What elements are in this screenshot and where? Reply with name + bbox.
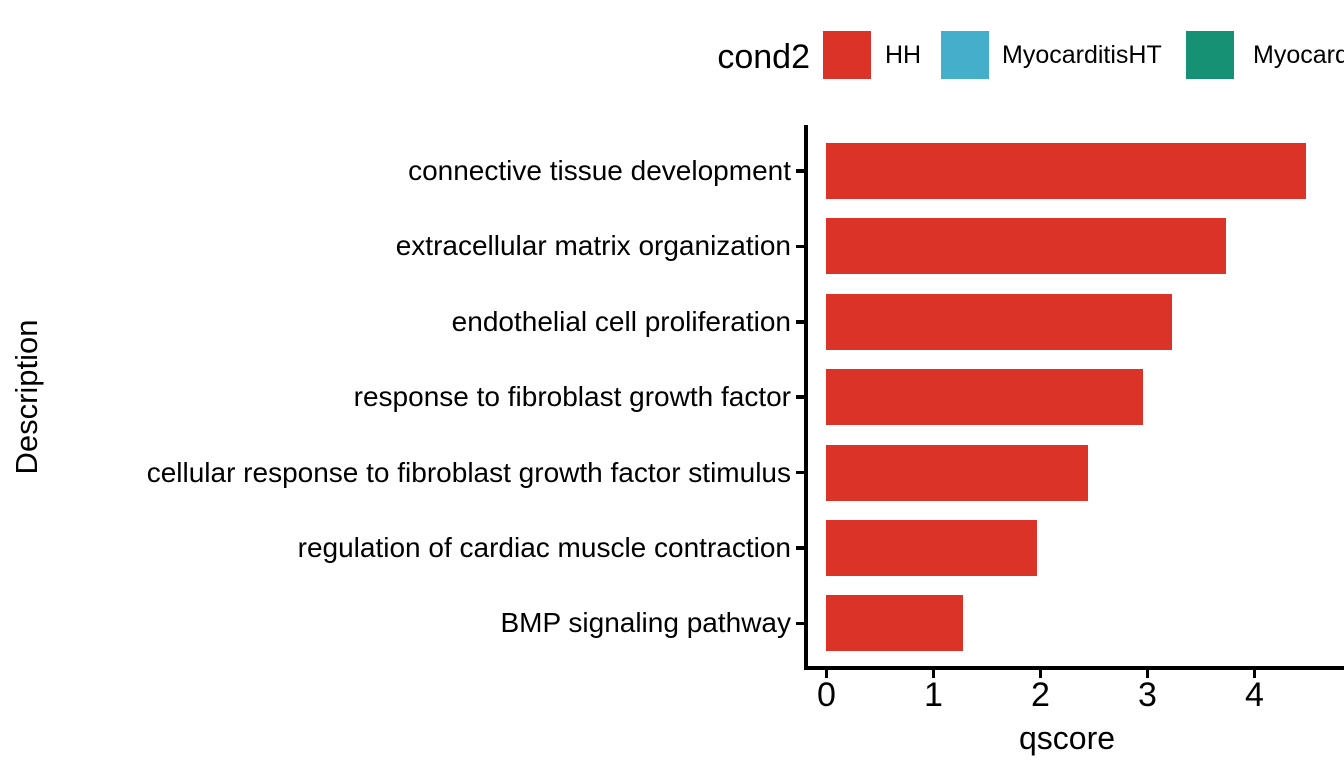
y-axis-title: Description — [9, 319, 44, 475]
bar — [826, 520, 1037, 576]
x-axis-tick-label: 3 — [1138, 676, 1157, 714]
x-axis-title: qscore — [1018, 720, 1116, 756]
x-axis-tick-label: 0 — [817, 676, 836, 714]
category-label: cellular response to fibroblast growth f… — [146, 456, 791, 488]
y-axis-tick — [796, 395, 804, 399]
bar — [826, 444, 1089, 501]
legend-item-label: MyocarditisHT — [1002, 41, 1162, 69]
x-axis-tick-label: 1 — [924, 676, 943, 714]
y-axis-tick — [796, 470, 804, 475]
legend-item-label: Myocard — [1253, 41, 1344, 69]
y-axis-tick — [796, 169, 804, 173]
x-axis-tick — [931, 669, 936, 678]
category-label: BMP signaling pathway — [500, 607, 791, 639]
legend-swatch — [941, 31, 989, 79]
category-label: endothelial cell proliferation — [451, 305, 791, 337]
bar — [826, 369, 1143, 426]
x-axis-tick-label: 2 — [1031, 676, 1050, 714]
x-axis-line — [804, 666, 1344, 670]
bar — [826, 218, 1227, 275]
category-label: connective tissue development — [408, 155, 791, 186]
y-axis-tick — [796, 546, 804, 550]
category-label: extracellular matrix organization — [395, 230, 791, 262]
x-axis-tick-label: 4 — [1245, 676, 1264, 714]
legend-title: cond2 — [717, 38, 810, 76]
x-axis-tick — [824, 669, 829, 678]
x-axis-tick — [1038, 669, 1043, 678]
y-axis-tick — [796, 320, 804, 324]
category-label: response to fibroblast growth factor — [353, 381, 791, 413]
y-axis-tick — [796, 244, 804, 249]
bar — [826, 143, 1307, 199]
bar — [826, 595, 963, 652]
legend-item-label: HH — [885, 41, 922, 69]
x-axis-tick — [1145, 669, 1150, 678]
x-axis-tick — [1252, 669, 1257, 678]
y-axis-line — [804, 125, 808, 670]
legend-swatch — [823, 31, 871, 79]
category-label: regulation of cardiac muscle contraction — [297, 532, 791, 563]
y-axis-tick — [796, 621, 804, 626]
legend-swatch — [1186, 31, 1234, 79]
bar — [826, 293, 1172, 350]
